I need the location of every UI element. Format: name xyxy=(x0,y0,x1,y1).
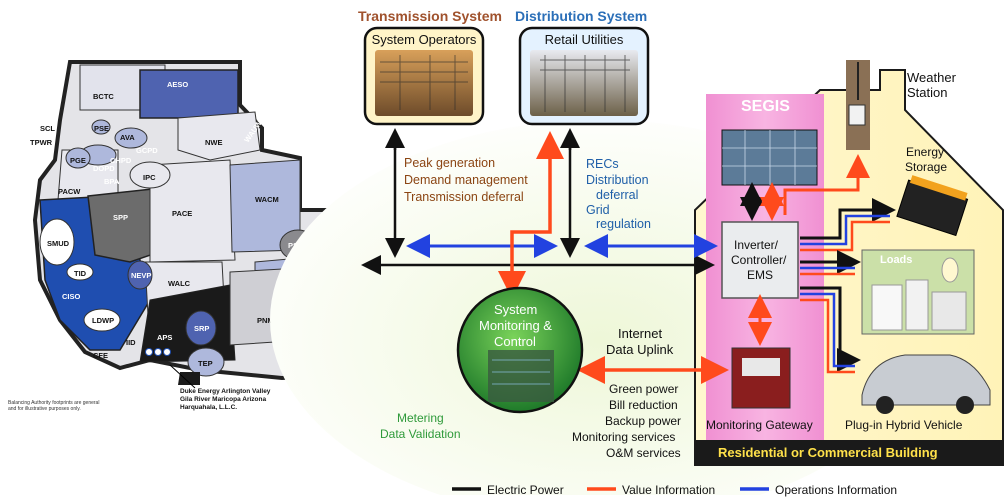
retail-utilities-box: Retail Utilities xyxy=(520,28,648,50)
segis-column xyxy=(706,94,824,440)
inverter-label-3: EMS xyxy=(747,268,774,282)
deferral-label: deferral xyxy=(596,188,639,202)
data-validation-label: Data Validation xyxy=(380,427,461,441)
balancing-authority-map: BCTC AESO SCL TPWR PSE AVA GCPD CHPD DOP… xyxy=(8,60,343,412)
monitoring-gateway-label: Monitoring Gateway xyxy=(706,418,813,432)
weather-station-label-1: Weather xyxy=(907,70,956,85)
transmission-system-header: Transmission System xyxy=(358,8,502,24)
phev-label: Plug-in Hybrid Vehicle xyxy=(845,418,963,432)
map-label-ipc: IPC xyxy=(143,173,156,182)
map-label-cfe: CFE xyxy=(93,351,108,360)
map-label-walc: WALC xyxy=(168,279,191,288)
map-label-dopd: DOPD xyxy=(93,164,115,173)
transmission-deferral-label: Transmission deferral xyxy=(404,190,524,204)
weather-station-label-2: Station xyxy=(907,85,948,100)
grid-label: Grid xyxy=(586,203,610,217)
monitoring-label-2: Monitoring & xyxy=(479,318,552,333)
energy-storage-label-1: Energy xyxy=(906,145,945,159)
map-label-aeso: AESO xyxy=(167,80,188,89)
map-label-iid: IID xyxy=(126,338,136,347)
internet-label-2: Data Uplink xyxy=(606,342,674,357)
map-label-tid: TID xyxy=(74,269,87,278)
segis-title: SEGIS xyxy=(741,98,790,115)
map-label-smud: SMUD xyxy=(47,239,70,248)
inverter-label-2: Controller/ xyxy=(731,253,787,267)
monitoring-label-3: Control xyxy=(494,334,536,349)
peak-generation-label: Peak generation xyxy=(404,156,496,170)
metering-label: Metering xyxy=(397,411,444,425)
demand-management-label: Demand management xyxy=(404,173,528,187)
system-operators-box: System Operators xyxy=(365,28,483,50)
backup-power-label: Backup power xyxy=(605,414,682,428)
map-label-pge: PGE xyxy=(70,156,86,165)
energy-storage-label-2: Storage xyxy=(905,160,948,174)
map-label-pse: PSE xyxy=(94,124,109,133)
map-label-psco: PSCO xyxy=(288,241,309,250)
map-label-tep: TEP xyxy=(198,359,213,368)
map-label-chpd: CHPD xyxy=(110,156,132,165)
map-label-pacw: PACW xyxy=(58,187,81,196)
map-label-ava: AVA xyxy=(120,133,135,142)
map-note-1: Balancing Authority footprints are gener… xyxy=(8,400,99,406)
map-label-ciso: CISO xyxy=(62,292,81,301)
bill-reduction-label: Bill reduction xyxy=(609,398,678,412)
distribution-label: Distribution xyxy=(586,173,649,187)
system-operators-label: System Operators xyxy=(371,32,477,47)
map-label-ldwp: LDWP xyxy=(92,316,114,325)
map-label-tpwr: TPWR xyxy=(30,138,53,147)
inverter-label-1: Inverter/ xyxy=(734,238,779,252)
map-label-spp: SPP xyxy=(113,213,128,222)
recs-label: RECs xyxy=(586,157,619,171)
callout-line-2: Gila River Maricopa Arizona xyxy=(180,396,266,403)
map-label-pace: PACE xyxy=(172,209,192,218)
monitoring-services-label: Monitoring services xyxy=(572,430,676,444)
om-services-label: O&M services xyxy=(606,446,681,460)
legend-electric-power: Electric Power xyxy=(487,483,564,497)
map-label-nevp: NEVP xyxy=(131,271,151,280)
callout-line-1: Duke Energy Arlington Valley xyxy=(180,388,271,395)
map-label-epe: EPE xyxy=(288,367,303,376)
monitoring-gateway-box xyxy=(731,347,791,409)
map-label-pnm: PNM xyxy=(257,316,274,325)
regulation-label: regulation xyxy=(596,217,651,231)
callout-line-3: Harquahala, L.L.C. xyxy=(180,404,237,411)
map-label-srp: SRP xyxy=(194,324,209,333)
retail-utilities-label: Retail Utilities xyxy=(544,32,624,47)
map-label-aps: APS xyxy=(157,333,172,342)
house-shape xyxy=(694,69,1004,466)
building-label: Residential or Commercial Building xyxy=(718,445,938,460)
internet-label-1: Internet xyxy=(618,326,663,341)
green-power-label: Green power xyxy=(609,382,679,396)
monitoring-label-1: System xyxy=(494,302,538,317)
map-label-bctc: BCTC xyxy=(93,92,114,101)
map-label-scl: SCL xyxy=(40,124,55,133)
map-label-nwe: NWE xyxy=(205,138,223,147)
map-label-wacm: WACM xyxy=(255,195,279,204)
legend-operations-information: Operations Information xyxy=(775,483,898,497)
map-label-bpa: BPA xyxy=(104,177,120,186)
map-note-2: and for illustrative purposes only. xyxy=(8,406,81,412)
legend-value-information: Value Information xyxy=(622,483,716,497)
map-label-gcpd: GCPD xyxy=(136,146,158,155)
distribution-system-header: Distribution System xyxy=(515,8,648,24)
loads-label: Loads xyxy=(880,254,913,266)
